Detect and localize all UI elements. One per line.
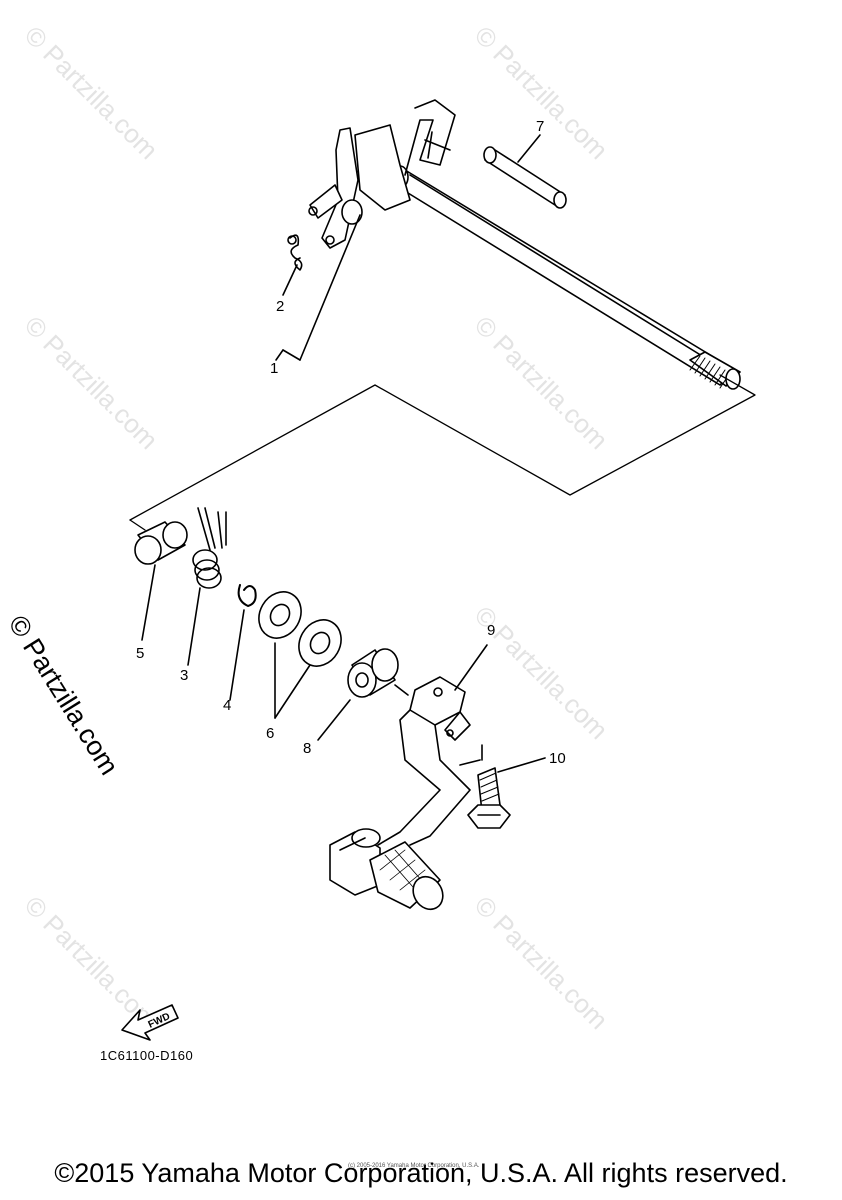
tiny-notice: (c) 2005-2016 Yamaha Motor Corporation, …: [348, 1163, 480, 1169]
callout-2: 2: [276, 298, 285, 315]
callout-7: 7: [536, 118, 545, 135]
fwd-arrow-icon: FWD: [121, 1004, 179, 1041]
alignment-lines: [129, 374, 756, 531]
circlip: [229, 584, 257, 701]
callout-4: 4: [223, 697, 232, 714]
collar: [134, 521, 188, 641]
callout-10: 10: [549, 750, 566, 767]
washers: [258, 591, 342, 719]
callout-6: 6: [266, 725, 275, 742]
callout-3: 3: [180, 667, 189, 684]
torsion-spring: [187, 507, 227, 666]
bolt: [459, 744, 546, 829]
callout-1: 1: [270, 360, 279, 377]
callout-leader-1: [275, 214, 361, 361]
callout-9: 9: [487, 622, 496, 639]
callout-8: 8: [303, 740, 312, 757]
spring: [282, 234, 303, 296]
shift-arm: [308, 99, 456, 249]
diagram-code: 1C61100-D160: [100, 1048, 194, 1063]
pin: [483, 134, 567, 209]
callout-5: 5: [136, 645, 145, 662]
copyright-notice: ©2015 Yamaha Motor Corporation, U.S.A. A…: [54, 1158, 788, 1188]
shift-pedal: [329, 644, 488, 911]
bearing: [317, 648, 409, 741]
